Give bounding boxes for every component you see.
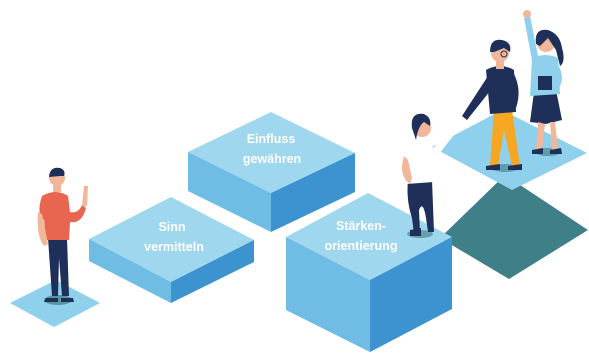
block-einfluss-gewaehren: Einfluss gewähren <box>188 112 355 232</box>
block-label-staerken: Stärken- <box>336 219 386 233</box>
person-man-suit <box>462 39 522 170</box>
person-climbing-woman <box>402 113 464 236</box>
block-label-orientierung: orientierung <box>325 239 398 253</box>
block-sinn-vermitteln: Sinn vermitteln <box>89 197 254 303</box>
block-label-einfluss: Einfluss <box>247 132 296 146</box>
block-label-gewaehren: gewähren <box>243 152 301 166</box>
person-woman-cheering <box>523 10 564 154</box>
dark-shadow-tile <box>440 175 588 279</box>
block-label-sinn: Sinn <box>158 220 185 234</box>
person-pointing-up <box>37 167 88 302</box>
block-label-vermitteln: vermitteln <box>144 240 204 254</box>
block-staerkenorientierung: Stärken- orientierung <box>286 193 452 352</box>
